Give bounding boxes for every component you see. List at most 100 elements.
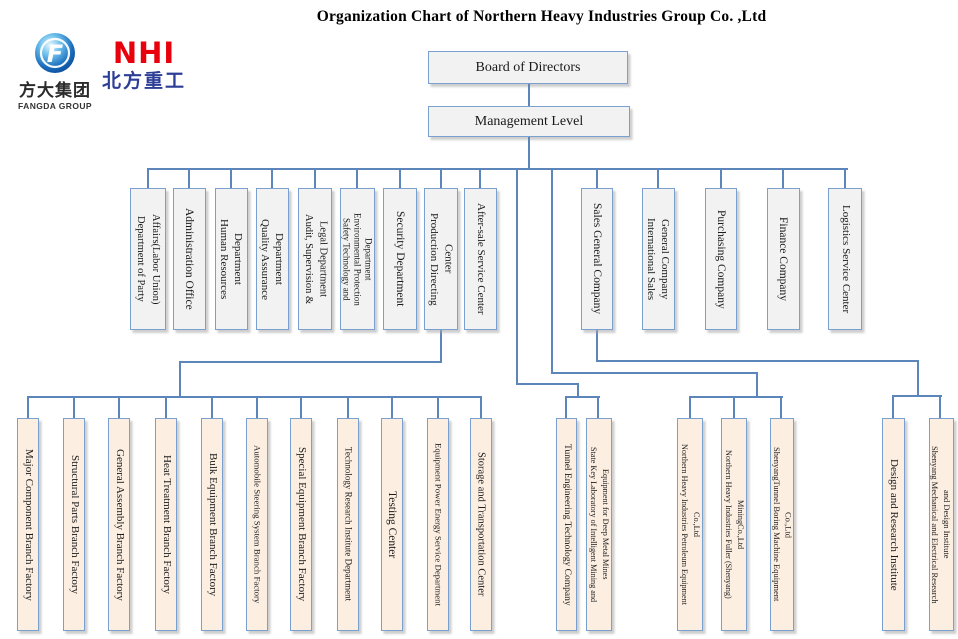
nhi-cn-name: 北方重工 bbox=[101, 70, 186, 92]
box-label: Safety Technology and Environmental Prot… bbox=[341, 212, 374, 306]
chart-title: Organization Chart of Northern Heavy Ind… bbox=[316, 8, 767, 25]
connector-line bbox=[516, 383, 579, 385]
connector-line bbox=[596, 330, 598, 361]
svg-text:F: F bbox=[47, 40, 64, 68]
connector-line bbox=[440, 168, 442, 188]
connector-line bbox=[780, 396, 782, 418]
connector-line bbox=[27, 396, 29, 418]
fangda-en-name: FANGDA GROUP bbox=[18, 101, 92, 111]
connector-line bbox=[399, 168, 401, 188]
dept-box-human-resources-department: Human Resources Department bbox=[214, 188, 248, 330]
connector-line bbox=[917, 360, 919, 397]
box-label: Technology Research Institute Department bbox=[343, 447, 354, 602]
box-label: Storage and Transportation Center bbox=[475, 452, 487, 597]
connector-line bbox=[733, 396, 735, 418]
dept-box-logistics-service-center: Logistics Service Center bbox=[828, 188, 862, 330]
box-label: Department of Party Affairs(Labor Union) bbox=[135, 213, 161, 305]
box-label: Sales General Company bbox=[591, 203, 604, 315]
connector-line bbox=[179, 361, 181, 398]
nhi-logo: NHI 北方重工 bbox=[97, 38, 191, 91]
box-label: State Key Laboratory of Intelligent Mini… bbox=[589, 446, 610, 603]
connector-line bbox=[565, 396, 600, 398]
unit-box-special-equipment-branch-factory: Special Equipment Branch Factory bbox=[290, 418, 312, 631]
box-label: Design and Research Institute bbox=[887, 458, 900, 591]
unit-box-equipment-power-energy-service-department: Equipment Power Energy Service Departmen… bbox=[427, 418, 449, 631]
box-label: Bulk Equipment Branch Factory bbox=[206, 452, 219, 597]
connector-line bbox=[165, 396, 167, 418]
dept-box-purchasing-company: Purchasing Company bbox=[705, 188, 737, 330]
unit-box-major-component-branch-factory: Major Component Branch Factory bbox=[17, 418, 39, 631]
unit-box-shenyangtunnel-boring-machine-equipment-co-ltd: ShenyangTunnel Boring Machine Equipment … bbox=[770, 418, 794, 631]
box-label: Major Component Branch Factory bbox=[22, 448, 35, 601]
connector-line bbox=[73, 396, 75, 418]
dept-box-department-of-party-affairs-labor-union: Department of Party Affairs(Labor Union) bbox=[130, 188, 166, 330]
unit-box-bulk-equipment-branch-factory: Bulk Equipment Branch Factory bbox=[201, 418, 223, 631]
box-label: Logistics Service Center bbox=[839, 204, 852, 314]
connector-line bbox=[188, 168, 190, 188]
connector-line bbox=[844, 168, 846, 188]
connector-line bbox=[271, 168, 273, 188]
connector-line bbox=[689, 396, 691, 418]
dept-box-after-sale-service-center: After-sale Service Center bbox=[463, 188, 497, 330]
connector-line bbox=[782, 168, 784, 188]
management-level-box: Management Level bbox=[428, 106, 630, 137]
connector-line bbox=[516, 168, 518, 385]
box-label: Production Directing Center bbox=[428, 212, 455, 306]
connector-line bbox=[27, 396, 482, 398]
box-label: Automobile Steering System Branch Factor… bbox=[252, 445, 263, 604]
connector-line bbox=[256, 396, 258, 418]
connector-line bbox=[528, 84, 530, 106]
dept-box-safety-technology-and-environmental-protection-department: Safety Technology and Environmental Prot… bbox=[339, 188, 375, 330]
connector-line bbox=[551, 372, 758, 374]
unit-box-storage-and-transportation-center: Storage and Transportation Center bbox=[470, 418, 492, 631]
unit-box-shenyang-mechanical-and-electrical-research-and-design-institute: Shenyang Mechanical and Electrical Resea… bbox=[928, 418, 954, 631]
unit-box-testing-center: Testing Center bbox=[381, 418, 403, 631]
connector-line bbox=[756, 372, 758, 398]
box-label: Security Department bbox=[394, 211, 407, 307]
box-label: General Assembly Branch Factory bbox=[113, 448, 126, 601]
unit-box-heat-treatment-branch-factory: Heat Treatment Branch Factory bbox=[155, 418, 177, 631]
box-label: Tunnel Engineering Technology Company bbox=[561, 443, 572, 606]
connector-line bbox=[314, 168, 316, 188]
dept-box-finance-company: Finance Company bbox=[766, 188, 800, 330]
box-label: Testing Center bbox=[386, 490, 399, 559]
dept-box-administration-office: Administration Office bbox=[172, 188, 206, 330]
unit-box-northern-heavy-industries-petroleum-equipment-co-ltd: Northern Heavy Industries Petroleum Equi… bbox=[677, 418, 703, 631]
box-label: Heat Treatment Branch Factory bbox=[160, 455, 173, 594]
box-label: Administration Office bbox=[183, 208, 196, 310]
connector-line bbox=[892, 395, 894, 418]
fangda-cn-name: 方大集团 bbox=[19, 81, 91, 101]
fangda-logo: F 方大集团 FANGDA GROUP bbox=[10, 32, 100, 111]
connector-line bbox=[147, 168, 149, 188]
box-label: Equipment Power Energy Service Departmen… bbox=[433, 442, 444, 607]
connector-line bbox=[577, 383, 579, 398]
unit-box-northern-heavy-industries-fuller-shenyang-miningco-ltd: Northern Heavy Industries Fuller (Shenya… bbox=[721, 418, 747, 631]
dept-box-quality-assurance-department: Quality Assurance Department bbox=[255, 188, 289, 330]
box-label: Human Resources Department bbox=[218, 218, 244, 300]
unit-box-general-assembly-branch-factory: General Assembly Branch Factory bbox=[108, 418, 130, 631]
unit-box-design-and-research-institute: Design and Research Institute bbox=[881, 418, 905, 631]
board-of-directors-box: Board of Directors bbox=[428, 51, 628, 84]
box-label: Quality Assurance Department bbox=[259, 218, 285, 300]
box-label: Purchasing Company bbox=[715, 209, 728, 309]
unit-box-tunnel-engineering-technology-company: Tunnel Engineering Technology Company bbox=[555, 418, 577, 631]
connector-line bbox=[391, 396, 393, 418]
unit-box-technology-research-institute-department: Technology Research Institute Department bbox=[337, 418, 359, 631]
box-label: International Sales General Company bbox=[645, 217, 671, 301]
connector-line bbox=[720, 168, 722, 188]
connector-line bbox=[147, 168, 848, 170]
connector-line bbox=[939, 395, 941, 418]
connector-line bbox=[440, 330, 442, 362]
connector-line bbox=[657, 168, 659, 188]
connector-line bbox=[565, 396, 567, 418]
connector-line bbox=[211, 396, 213, 418]
connector-line bbox=[892, 395, 942, 397]
nhi-abbr: NHI bbox=[112, 36, 176, 70]
connector-line bbox=[230, 168, 232, 188]
box-label: Shenyang Mechanical and Electrical Resea… bbox=[930, 445, 952, 604]
box-label: Northern Heavy Industries Petroleum Equi… bbox=[680, 444, 701, 605]
connector-line bbox=[437, 396, 439, 418]
dept-box-security-department: Security Department bbox=[383, 188, 417, 330]
box-label: Audit, Supervision & Legal Department bbox=[303, 213, 329, 305]
connector-line bbox=[596, 168, 598, 188]
